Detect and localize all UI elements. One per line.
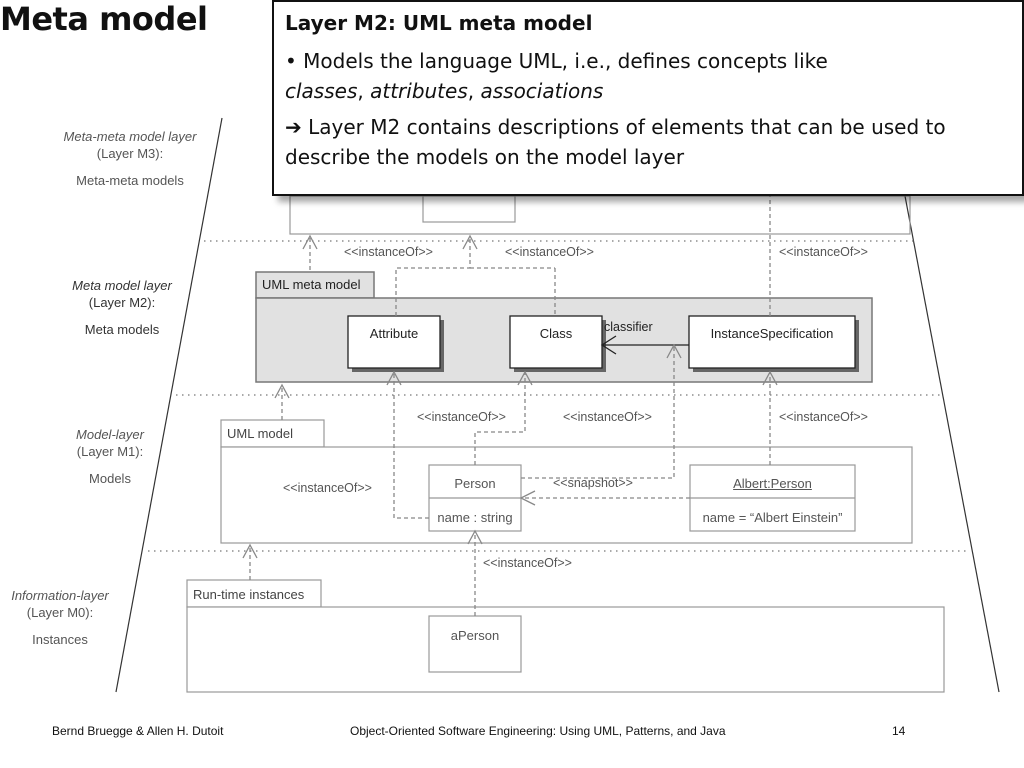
right-arrow-icon: ➔ — [285, 115, 302, 139]
layer-label-m3: Meta-meta model layer (Layer M3): Meta-m… — [50, 128, 210, 189]
callout-term-associations: associations — [480, 79, 604, 103]
instanceof-dependencies — [242, 196, 778, 616]
page-number: 14 — [892, 724, 906, 738]
classifier-label: classifier — [604, 320, 653, 334]
boundary-line-left — [115, 117, 223, 693]
m1-package-label: UML model — [227, 426, 293, 441]
person-class-name: Person — [454, 476, 496, 491]
m3-package — [289, 195, 911, 235]
layer-m1-plural: Models — [89, 471, 131, 486]
m3-class-box — [422, 195, 516, 223]
layer-m2-name: Meta model layer — [72, 278, 172, 293]
instanceof-label-m0: <<instanceOf>> — [483, 556, 572, 570]
layer-label-m0: Information-layer (Layer M0): Instances — [0, 587, 120, 648]
albert-object-attribute: name = “Albert Einstein” — [702, 510, 843, 525]
layer-m0-name: Information-layer — [11, 588, 109, 603]
instanceof-label-m1-right: <<instanceOf>> — [779, 410, 868, 424]
callout-box: Layer M2: UML meta model • Models the la… — [272, 0, 1024, 196]
attribute-class-box — [347, 315, 441, 369]
instanceof-label-m2-right: <<instanceOf>> — [779, 245, 868, 259]
aperson-object-box — [428, 615, 522, 673]
person-class-attribute: name : string — [437, 510, 513, 525]
instanceof-label-m2-center: <<instanceOf>> — [505, 245, 594, 259]
layer-m3-code: (Layer M3): — [96, 146, 164, 161]
layer-label-m2: Meta model layer (Layer M2): Meta models — [40, 277, 204, 338]
callout-bullet-text: Models the language UML, i.e., defines c… — [303, 49, 828, 73]
slide-title: Meta model — [0, 0, 208, 38]
layer-m3-name: Meta-meta model layer — [63, 129, 197, 144]
m0-package-label: Run-time instances — [193, 587, 305, 602]
layer-m0-code: (Layer M0): — [26, 605, 94, 620]
m0-package-body — [186, 606, 945, 693]
callout-term-attributes: attributes — [370, 79, 468, 103]
aperson-object-name: aPerson — [450, 628, 500, 643]
class-class-box — [509, 315, 603, 369]
m2-package-label: UML meta model — [262, 277, 361, 292]
layer-m1-name: Model-layer — [76, 427, 144, 442]
layer-m2-plural: Meta models — [84, 322, 160, 337]
layer-label-m1: Model-layer (Layer M1): Models — [30, 426, 190, 487]
classifier-arrowhead — [600, 335, 617, 355]
instanceof-label-m1-center: <<instanceOf>> — [563, 410, 652, 424]
callout-arrow-text: Layer M2 contains descriptions of elemen… — [285, 115, 946, 169]
callout-heading: Layer M2: UML meta model — [285, 11, 593, 35]
layer-m1-code: (Layer M1): — [76, 444, 144, 459]
instanceof-label-m2-left: <<instanceOf>> — [344, 245, 433, 259]
class-class-name: Class — [539, 326, 573, 341]
boundary-line-right — [904, 195, 1000, 693]
m0-package-tab — [186, 579, 322, 608]
snapshot-label: <<snapshot>> — [553, 476, 633, 490]
callout-bullet: • Models the language UML, i.e., defines… — [285, 49, 828, 103]
attribute-class-name: Attribute — [369, 326, 419, 341]
m2-package-tab — [255, 271, 375, 299]
layer-m2-code: (Layer M2): — [88, 295, 156, 310]
layer-m3-plural: Meta-meta models — [76, 173, 184, 188]
callout-term-classes: classes — [285, 79, 358, 103]
albert-object-name: Albert:Person — [733, 476, 812, 491]
footer-authors: Bernd Bruegge & Allen H. Dutoit — [52, 724, 224, 738]
footer-book-title: Object-Oriented Software Engineering: Us… — [350, 724, 726, 738]
callout-arrow-paragraph: ➔ Layer M2 contains descriptions of elem… — [285, 112, 1012, 172]
instanceof-label-person: <<instanceOf>> — [283, 481, 372, 495]
instance-spec-box — [688, 315, 856, 369]
layer-m0-plural: Instances — [32, 632, 88, 647]
instance-spec-class-name: InstanceSpecification — [710, 326, 834, 341]
instanceof-label-m1-left: <<instanceOf>> — [417, 410, 506, 424]
